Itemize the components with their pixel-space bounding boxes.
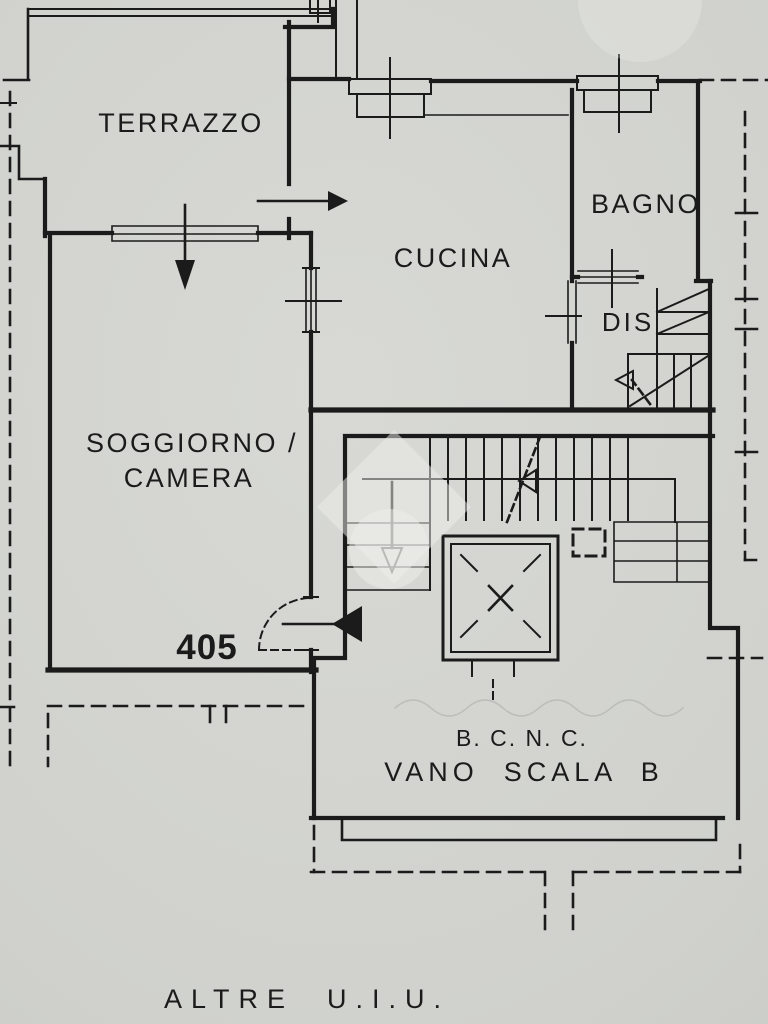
- entry-arrows: [175, 191, 362, 642]
- elevator: [441, 534, 560, 705]
- elevator-x-mark: [487, 584, 514, 612]
- dis-label: DIS: [602, 307, 654, 337]
- unit-number-label: 405: [176, 628, 237, 667]
- soggiorno-label-line1: SOGGIORNO /: [86, 428, 298, 458]
- boundary-dashed-lines: [0, 78, 768, 770]
- door-swing-arc: [257, 596, 313, 652]
- cucina-label: CUCINA: [394, 243, 513, 273]
- scan-artifact: [393, 699, 685, 717]
- watermark-logo: [317, 0, 702, 589]
- bagno-label: BAGNO: [591, 189, 701, 219]
- bagno-room: BAGNO: [569, 54, 714, 308]
- soggiorno-room: SOGGIORNO / CAMERA 405: [42, 225, 342, 675]
- vano-scala-label: VANO SCALA B: [384, 757, 664, 787]
- winder-stair: [627, 287, 711, 409]
- bcnc-label: B. C. N. C.: [456, 725, 588, 751]
- stair-direction-arrowhead: [613, 369, 634, 391]
- down-entry-arrowhead: [175, 260, 195, 290]
- duct-shaft: [571, 527, 607, 558]
- dis-room: DIS: [602, 278, 713, 439]
- main-door-arrowhead: [332, 606, 362, 642]
- altre-uiu-label: ALTRE U.I.U.: [164, 984, 450, 1014]
- terrazzo-room: TERRAZZO: [0, 0, 358, 241]
- stairwell: B. C. N. C. VANO SCALA B: [308, 433, 741, 842]
- cucina-window: [348, 57, 432, 139]
- stair-up-arrowhead: [517, 468, 537, 494]
- lower-dashed-outline: [46, 704, 742, 940]
- soggiorno-label-line2: CAMERA: [124, 463, 255, 493]
- right-entry-arrowhead: [328, 191, 348, 211]
- cucina-room: CUCINA: [286, 57, 716, 413]
- bagno-window: [576, 54, 659, 133]
- terrazzo-label: TERRAZZO: [98, 108, 264, 138]
